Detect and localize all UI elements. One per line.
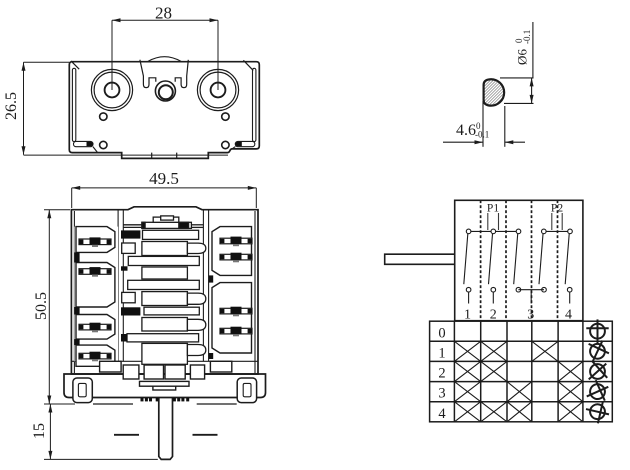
- svg-text:49.5: 49.5: [149, 169, 179, 188]
- svg-text:26.5: 26.5: [3, 92, 20, 120]
- svg-text:3: 3: [438, 386, 445, 402]
- svg-text:P2: P2: [551, 203, 563, 215]
- svg-text:2: 2: [490, 308, 497, 323]
- svg-text:4.6: 4.6: [456, 122, 476, 139]
- svg-text:2: 2: [438, 366, 445, 382]
- svg-text:4: 4: [565, 308, 572, 323]
- svg-text:50.5: 50.5: [33, 292, 50, 320]
- svg-text:-0.1: -0.1: [475, 130, 489, 140]
- svg-text:0: 0: [438, 325, 445, 341]
- svg-text:-0.1: -0.1: [522, 30, 532, 44]
- svg-text:0: 0: [476, 121, 481, 131]
- svg-text:1: 1: [464, 308, 471, 323]
- svg-text:P1: P1: [487, 203, 499, 215]
- svg-text:4: 4: [438, 406, 446, 422]
- svg-text:1: 1: [438, 345, 445, 361]
- svg-text:3: 3: [527, 308, 534, 323]
- svg-text:15: 15: [31, 423, 48, 439]
- svg-text:Ø6: Ø6: [515, 49, 530, 65]
- svg-text:0: 0: [514, 38, 524, 43]
- svg-text:28: 28: [155, 4, 172, 23]
